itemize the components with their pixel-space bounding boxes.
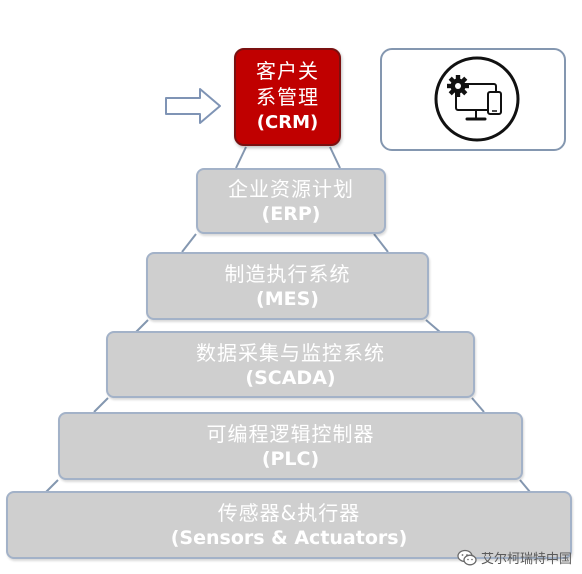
erp-abbrev: (ERP) bbox=[261, 203, 321, 225]
watermark-text: 艾尔柯瑞特中国 bbox=[480, 552, 572, 567]
mes-abbrev: (MES) bbox=[256, 288, 319, 310]
crm-layer: 客户关 系管理 (CRM) bbox=[234, 48, 341, 146]
scada-layer: 数据采集与监控系统 (SCADA) bbox=[106, 331, 475, 398]
right-arrow-icon bbox=[165, 88, 221, 124]
crm-label-line2: 系管理 bbox=[256, 85, 319, 109]
watermark: 艾尔柯瑞特中国 bbox=[457, 548, 572, 567]
sensors-label: 传感器&执行器 bbox=[217, 501, 361, 525]
erp-label: 企业资源计划 bbox=[228, 177, 354, 201]
scada-label: 数据采集与监控系统 bbox=[196, 340, 385, 365]
wechat-icon bbox=[457, 549, 477, 565]
mes-label: 制造执行系统 bbox=[224, 262, 351, 286]
sensors-layer: 传感器&执行器 (Sensors & Actuators) bbox=[6, 491, 572, 559]
plc-label: 可编程逻辑控制器 bbox=[206, 422, 375, 446]
sensors-abbrev: (Sensors & Actuators) bbox=[170, 527, 408, 549]
crm-abbrev: (CRM) bbox=[256, 112, 319, 133]
erp-layer: 企业资源计划 (ERP) bbox=[196, 168, 386, 234]
scada-abbrev: (SCADA) bbox=[245, 366, 336, 389]
device-panel bbox=[380, 48, 566, 151]
crm-label-line1: 客户关 bbox=[256, 59, 319, 83]
devices-gear-icon bbox=[434, 56, 520, 142]
plc-abbrev: (PLC) bbox=[261, 448, 320, 470]
mes-layer: 制造执行系统 (MES) bbox=[146, 252, 429, 320]
plc-layer: 可编程逻辑控制器 (PLC) bbox=[58, 412, 523, 480]
